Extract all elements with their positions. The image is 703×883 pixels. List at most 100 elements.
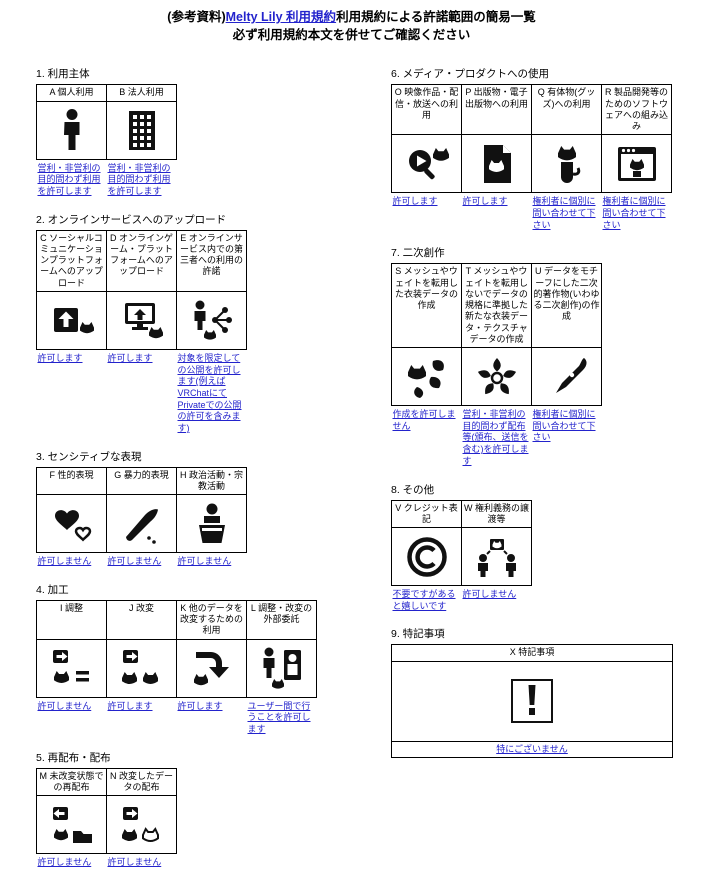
cell-icon-area-D — [106, 290, 177, 350]
copyright-icon — [403, 536, 451, 577]
section-table-9: X 特記事項特にございません — [391, 644, 673, 759]
data-reuse-icon — [188, 652, 236, 686]
adjust-icon — [48, 650, 96, 684]
upload-monitor-icon — [118, 303, 166, 339]
cell-result-H: 許可しません — [177, 556, 232, 567]
cell-icon-area-F — [36, 494, 107, 554]
exclamation-icon — [508, 679, 556, 724]
cell-result-V: 不要ですがあると嬉しいです — [392, 589, 456, 611]
cell-result-P: 許可します — [462, 196, 508, 207]
cell-icon-area-R — [601, 134, 672, 194]
cell-label-L: L 調整・改変の外部委託 — [246, 599, 317, 640]
cell-label-M: M 未改変状態での再配布 — [36, 767, 107, 797]
cell-icon-area-V — [391, 527, 462, 586]
section-heading-4: 4. 加工 — [36, 583, 69, 596]
outsource-icon — [258, 647, 306, 689]
cell-icon-area-E — [176, 290, 247, 350]
cell-icon-area-J — [106, 638, 177, 698]
software-window-icon — [613, 146, 661, 181]
cell-label-F: F 性的表現 — [36, 466, 107, 496]
cell-icon-area-U — [531, 347, 602, 407]
cell-label-I: I 調整 — [36, 599, 107, 640]
cell-icon-area-B — [106, 100, 177, 160]
cell-result-I: 許可しません — [37, 700, 92, 711]
title-line: (参考資料)Melty Lily 利用規約利用規約による許諾範囲の簡易一覧 — [0, 8, 703, 26]
cell-result-Q: 権利者に個別に問い合わせて下さい — [532, 196, 596, 230]
cell-icon-area-O — [391, 134, 462, 194]
cell-label-G: G 暴力的表現 — [106, 466, 177, 496]
section-heading-1: 1. 利用主体 — [36, 68, 90, 81]
cell-icon-area-S — [391, 347, 462, 407]
terms-of-use-link[interactable]: Melty Lily 利用規約 — [225, 10, 337, 24]
cell-label-C: C ソーシャルコミュニケーションプラットフォームへのアップロード — [36, 229, 107, 292]
cell-result-F: 許可しません — [37, 556, 92, 567]
cell-label-E: E オンラインサービス内での第三者への利用の許諾 — [176, 229, 247, 292]
cell-result-O: 許可します — [392, 196, 438, 207]
distribute-modified-icon — [118, 806, 166, 842]
cell-icon-area-A — [36, 100, 107, 160]
cell-result-G: 許可しません — [107, 556, 162, 567]
cell-result-U: 権利者に個別に問い合わせて下さい — [532, 409, 596, 443]
cell-label-B: B 法人利用 — [106, 84, 177, 102]
cell-label-U: U データをモチーフにした二次的著作物(いわゆる二次創作)の作成 — [531, 263, 602, 349]
cell-label-T: T メッシュやウェイトを転用しないでデータの規格に準拠した新たな衣装データ・テク… — [461, 263, 532, 349]
title-rest: 利用規約による許諾範囲の簡易一覧 — [336, 10, 536, 24]
cell-result-K: 許可します — [177, 700, 223, 711]
cell-icon-area-Q — [531, 134, 602, 194]
cell-icon-area-I — [36, 638, 107, 698]
mesh-costume-icon — [403, 359, 451, 398]
cell-label-O: O 映像作品・配信・放送への利用 — [391, 84, 462, 136]
transfer-icon — [473, 538, 521, 577]
cell-label-S: S メッシュやウェイトを転用した衣装データの作成 — [391, 263, 462, 349]
cell-result-W: 許可しません — [462, 589, 517, 599]
pen-icon — [543, 357, 591, 393]
costume-icon — [473, 357, 521, 394]
title-subtitle: 必ず利用規約本文を併せてご確認ください — [232, 28, 471, 43]
cell-icon-area-W — [461, 527, 532, 586]
cell-result-X: 特にございません — [391, 740, 673, 759]
cell-label-A: A 個人利用 — [36, 84, 107, 102]
cell-label-P: P 出版物・電子出版物への利用 — [461, 84, 532, 136]
upload-box-icon — [48, 308, 96, 334]
cell-result-M: 許可しません — [37, 857, 92, 868]
cell-result-A: 営利・非営利の目的問わず利用を許可します — [37, 162, 101, 196]
cell-label-R: R 製品開発等のためのソフトウェアへの組み込み — [601, 84, 672, 136]
cell-icon-area-M — [36, 795, 107, 855]
section-heading-9: 9. 特記事項 — [391, 628, 445, 641]
cell-result-J: 許可します — [107, 700, 153, 711]
cell-icon-area-C — [36, 290, 107, 350]
page-title: (参考資料)Melty Lily 利用規約利用規約による許諾範囲の簡易一覧 必ず… — [0, 8, 703, 44]
cell-result-R: 権利者に個別に問い合わせて下さい — [602, 196, 666, 230]
cell-result-T: 営利・非営利の目的問わず配布等(頒布、送信を含む)を許可します — [462, 409, 529, 466]
hearts-icon — [48, 509, 96, 542]
section-heading-7: 7. 二次創作 — [391, 247, 445, 260]
cell-icon-area-H — [176, 494, 247, 554]
cell-label-Q: Q 有体物(グッズ)への利用 — [531, 84, 602, 136]
redistribute-icon — [48, 806, 96, 843]
cell-label-N: N 改変したデータの配布 — [106, 767, 177, 797]
knife-icon — [118, 508, 166, 544]
cell-result-C: 許可します — [37, 352, 83, 363]
cell-icon-area-X — [391, 660, 673, 742]
cell-result-E: 対象を限定しての公開を許可します(例えばVRChatにてPrivateでの公開の… — [177, 352, 242, 433]
podium-icon — [188, 503, 236, 543]
cell-label-W: W 権利義務の譲渡等 — [461, 499, 532, 528]
cell-icon-area-P — [461, 134, 532, 194]
modify-icon — [118, 650, 166, 685]
cell-result-L: ユーザー間で行うことを許可します — [247, 700, 311, 734]
